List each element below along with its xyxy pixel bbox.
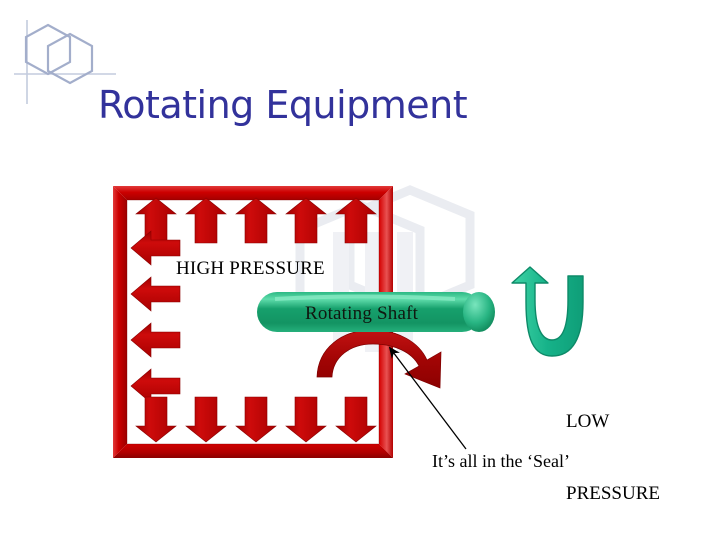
pressure-arrows-top xyxy=(135,197,377,244)
callout-pointer-line xyxy=(388,346,467,450)
pressure-arrows-bottom xyxy=(135,396,377,443)
low-pressure-line-1: LOW xyxy=(566,411,610,432)
pressure-arrows-left xyxy=(130,230,181,404)
high-pressure-label: HIGH PRESSURE xyxy=(176,258,325,279)
rotating-shaft xyxy=(257,292,495,332)
low-pressure-label: LOW PRESSURE xyxy=(566,362,660,540)
pressure-vessel-frame xyxy=(113,186,393,458)
shaft-highlight xyxy=(274,294,456,301)
low-pressure-flow-arrow xyxy=(511,266,584,357)
page-title: Rotating Equipment xyxy=(98,83,468,127)
shaft-body xyxy=(257,292,482,332)
shaft-end-cap xyxy=(463,292,495,332)
frame-left xyxy=(113,186,127,458)
logo-hexagon-right xyxy=(46,32,94,85)
hexagon-logo xyxy=(14,20,116,104)
low-pressure-line-2: PRESSURE xyxy=(566,483,660,504)
logo-hexagon-left xyxy=(24,23,72,76)
frame-bottom xyxy=(113,444,393,458)
seal-callout-text: It’s all in the ‘Seal’ xyxy=(432,451,570,471)
rotating-shaft-label: Rotating Shaft xyxy=(305,303,419,324)
frame-top xyxy=(113,186,393,200)
